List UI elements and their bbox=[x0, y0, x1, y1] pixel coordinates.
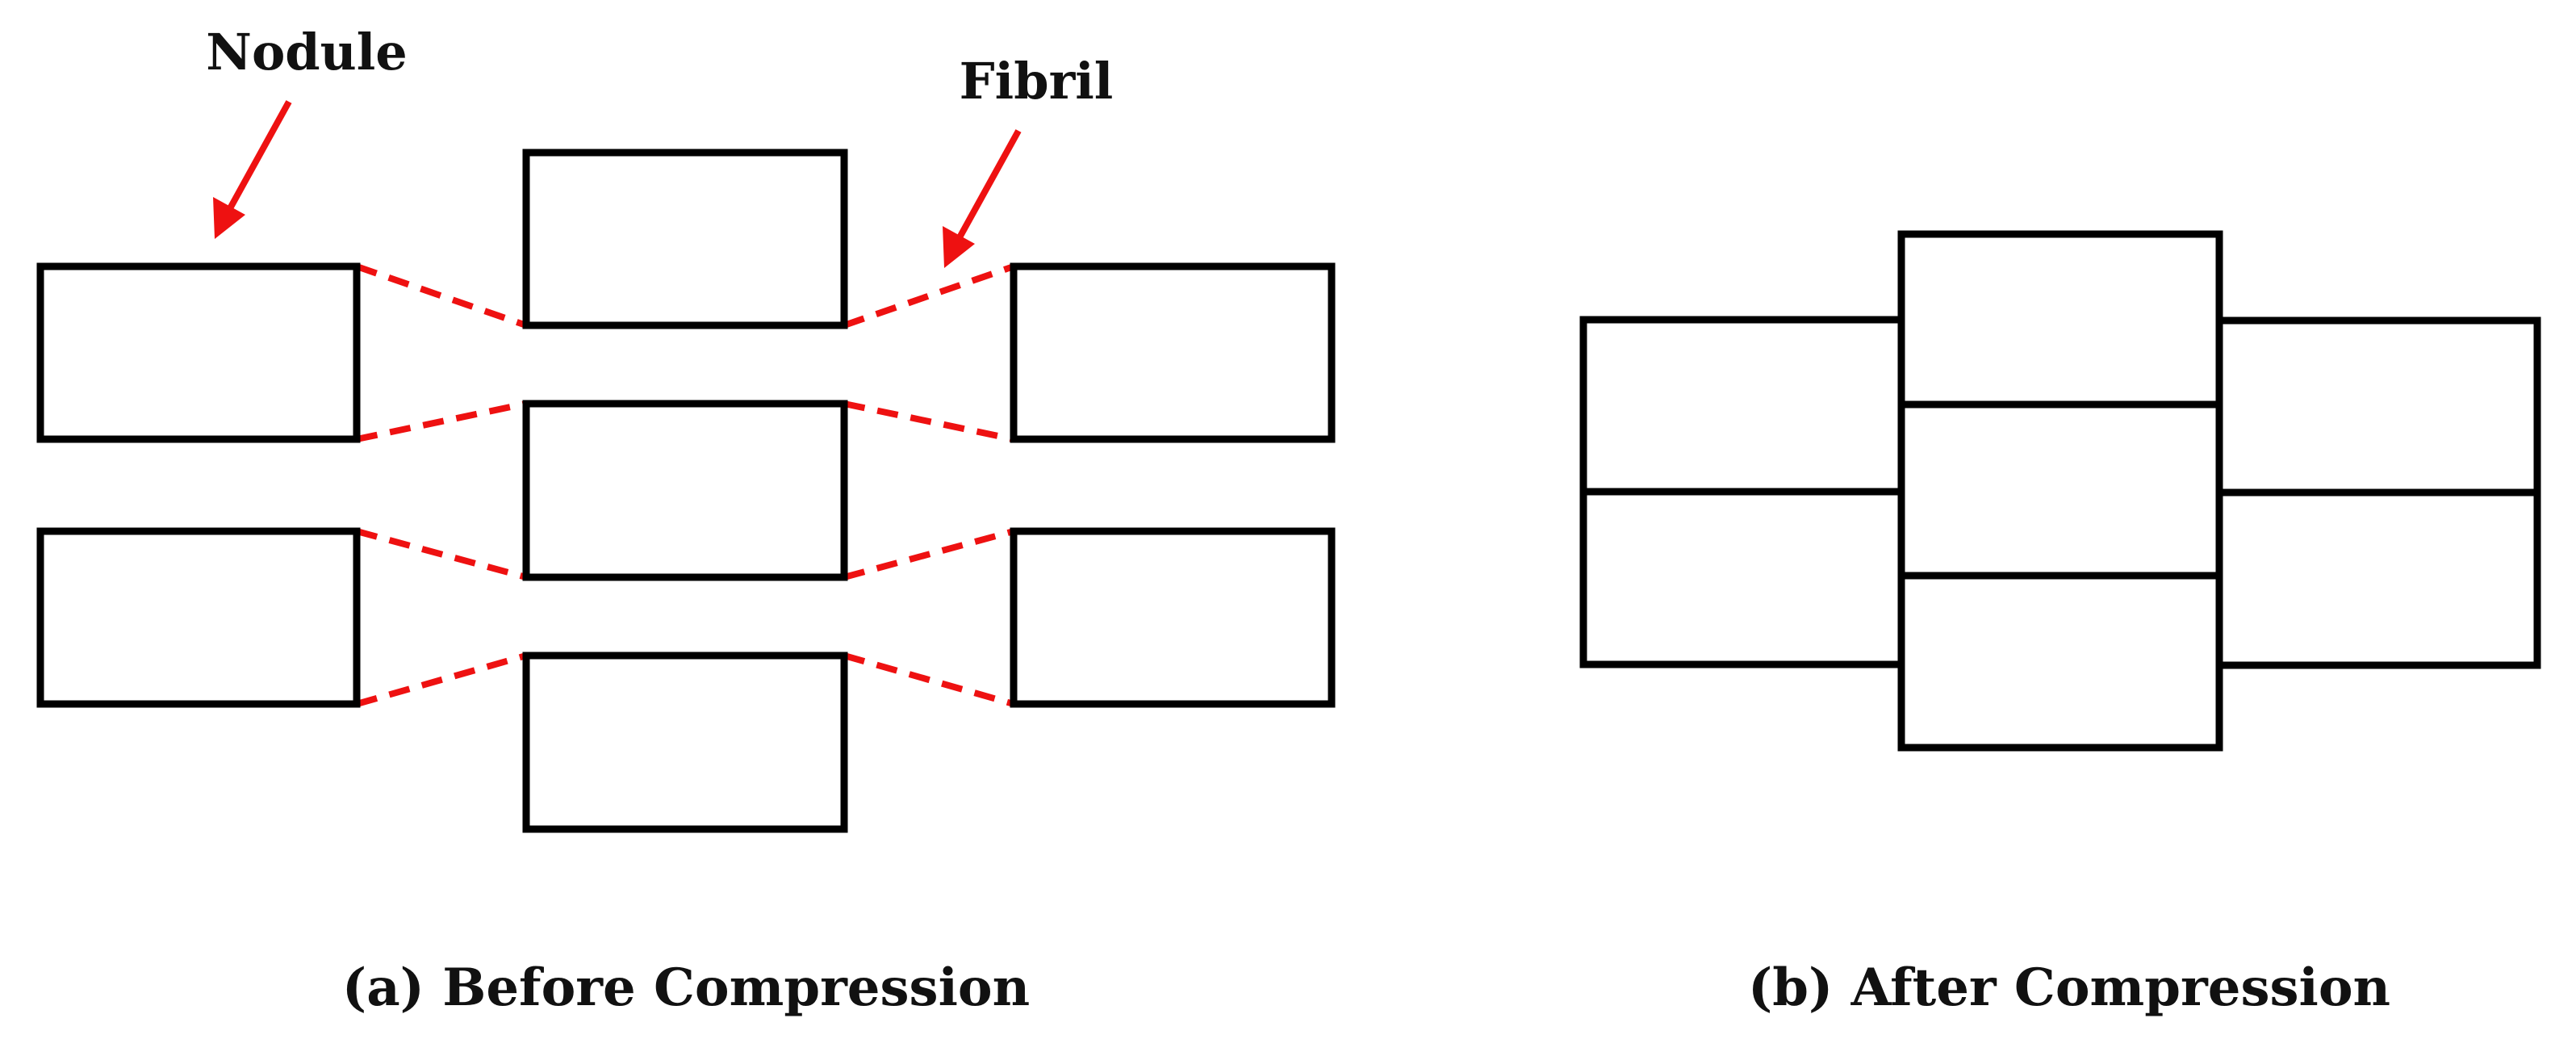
nodule-box bbox=[522, 400, 848, 581]
panel-before-compression: Nodule Fibril (a) Before Compression bbox=[36, 23, 1336, 1018]
fibril bbox=[355, 528, 528, 580]
nodule-box bbox=[36, 262, 361, 443]
fibril bbox=[355, 263, 528, 329]
nodule-box bbox=[36, 527, 361, 708]
nodule-box bbox=[2215, 488, 2541, 669]
fibril bbox=[843, 652, 1015, 707]
nodule-label: Nodule bbox=[206, 23, 407, 82]
fibril-callout: Fibril bbox=[943, 52, 1113, 268]
caption-before-compression: (a) Before Compression bbox=[342, 958, 1030, 1018]
nodule-box bbox=[1897, 400, 2223, 580]
fibril bbox=[356, 400, 527, 442]
nodule-box bbox=[2215, 316, 2541, 497]
caption-after-compression: (b) After Compression bbox=[1748, 958, 2390, 1018]
nodule-box bbox=[1897, 572, 2223, 752]
fibril bbox=[843, 263, 1015, 329]
nodule-arrow-shaft bbox=[226, 100, 292, 212]
panel-after-compression: (b) After Compression bbox=[1579, 230, 2541, 1018]
fibril-label: Fibril bbox=[960, 52, 1114, 111]
nodule-arrow-head bbox=[213, 197, 245, 239]
fibril-arrow-shaft bbox=[956, 129, 1022, 241]
nodule-box bbox=[1897, 230, 2223, 409]
nodule-box bbox=[1010, 527, 1336, 708]
nodule-box bbox=[1010, 262, 1336, 443]
nodule-box bbox=[522, 149, 848, 329]
fibril bbox=[843, 400, 1014, 442]
fibril-arrow-head bbox=[943, 226, 975, 268]
fibril bbox=[843, 528, 1015, 580]
nodule-box bbox=[1579, 488, 1905, 668]
compressed-nodules bbox=[1579, 230, 2541, 752]
fibrils bbox=[355, 263, 1015, 707]
nodule-box bbox=[522, 652, 848, 833]
nodules bbox=[36, 149, 1336, 833]
nodule-callout: Nodule bbox=[206, 23, 408, 239]
nodule-box bbox=[1579, 316, 1905, 496]
fibril bbox=[355, 652, 528, 707]
